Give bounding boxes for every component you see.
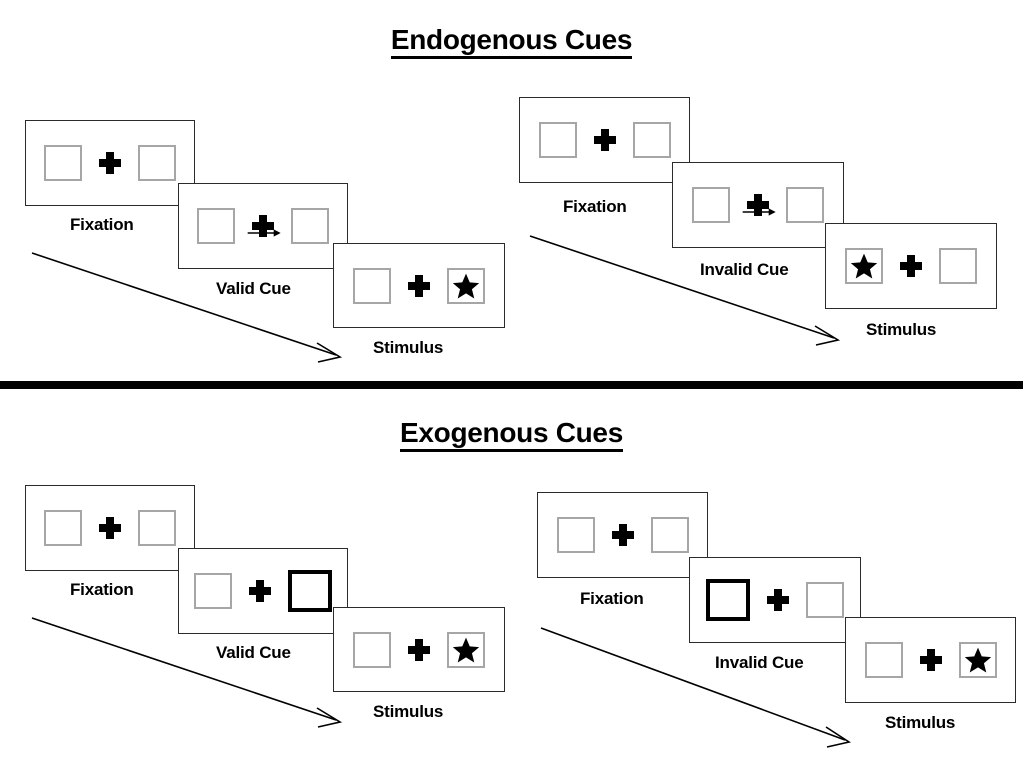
placeholder-box-left: [556, 517, 595, 553]
star-icon: [850, 253, 878, 279]
panel-endogenous-valid-stimulus[interactable]: [333, 243, 505, 328]
cued-box-right: [288, 570, 332, 612]
plus-icon: [900, 255, 922, 277]
panel-content: [334, 244, 504, 327]
placeholder-box-right: [650, 517, 689, 553]
panel-content: [826, 224, 996, 308]
panel-endogenous-valid-fixation[interactable]: [25, 120, 195, 206]
section-title-endogenous-text: Endogenous Cues: [390, 24, 632, 59]
plus-icon: [611, 524, 634, 546]
placeholder-box-left: [197, 208, 235, 244]
panel-endogenous-invalid-fixation[interactable]: [519, 97, 690, 183]
caption-endogenous-invalid-stimulus: Stimulus: [866, 320, 937, 339]
placeholder-box-left: [864, 642, 903, 678]
placeholder-box-left: [44, 510, 82, 546]
panel-content: [334, 608, 504, 691]
placeholder-box-left: [692, 187, 730, 223]
plus-icon: [408, 274, 430, 297]
plus-icon: [249, 580, 271, 602]
plus-icon: [767, 589, 789, 611]
placeholder-box-right: [138, 145, 176, 181]
placeholder-box-right-target: [447, 631, 485, 668]
panel-content: [179, 549, 347, 633]
plus-icon: [247, 215, 281, 237]
section-title-endogenous: Endogenous Cues: [0, 24, 1023, 59]
section-title-exogenous: Exogenous Cues: [0, 417, 1023, 452]
caption-endogenous-invalid-fixation: Fixation: [563, 197, 627, 216]
placeholder-box-right-target: [958, 642, 997, 678]
plus-icon: [742, 194, 776, 216]
right-arrow-icon: [247, 229, 281, 237]
placeholder-box-right: [939, 248, 977, 284]
plus-icon: [99, 517, 121, 539]
caption-endogenous-valid-fixation: Fixation: [70, 215, 134, 234]
plus-icon: [919, 649, 942, 671]
cued-box-left: [706, 579, 750, 621]
caption-exogenous-valid-cue: Valid Cue: [216, 643, 291, 662]
placeholder-box-right: [291, 208, 329, 244]
panel-content: [846, 618, 1015, 702]
panel-content: [690, 558, 860, 642]
panel-content: [179, 184, 347, 268]
caption-exogenous-valid-stimulus: Stimulus: [373, 702, 444, 721]
caption-endogenous-valid-stimulus: Stimulus: [373, 338, 444, 357]
panel-exogenous-valid-stimulus[interactable]: [333, 607, 505, 692]
caption-exogenous-invalid-cue: Invalid Cue: [715, 653, 804, 672]
panel-content: [26, 121, 194, 205]
panel-exogenous-valid-cue[interactable]: [178, 548, 348, 634]
placeholder-box-left-target: [845, 248, 883, 284]
caption-exogenous-invalid-fixation: Fixation: [580, 589, 644, 608]
plus-icon: [99, 152, 121, 174]
caption-exogenous-valid-fixation: Fixation: [70, 580, 134, 599]
section-title-exogenous-text: Exogenous Cues: [400, 417, 623, 452]
placeholder-box-right-target: [447, 267, 485, 304]
panel-endogenous-valid-cue[interactable]: [178, 183, 348, 269]
caption-endogenous-invalid-cue: Invalid Cue: [700, 260, 789, 279]
star-icon: [452, 273, 480, 298]
panel-exogenous-valid-fixation[interactable]: [25, 485, 195, 571]
caption-endogenous-valid-cue: Valid Cue: [216, 279, 291, 298]
panel-exogenous-invalid-stimulus[interactable]: [845, 617, 1016, 703]
placeholder-box-left: [44, 145, 82, 181]
placeholder-box-right: [632, 122, 671, 158]
placeholder-box-left: [194, 573, 232, 609]
panel-content: [520, 98, 689, 182]
star-icon: [964, 647, 991, 673]
plus-icon: [593, 129, 616, 151]
panel-content: [26, 486, 194, 570]
panel-endogenous-invalid-cue[interactable]: [672, 162, 844, 248]
section-divider: [0, 381, 1023, 389]
caption-exogenous-invalid-stimulus: Stimulus: [885, 713, 956, 732]
placeholder-box-right: [786, 187, 824, 223]
placeholder-box-left: [538, 122, 577, 158]
panel-content: [538, 493, 707, 577]
panel-exogenous-invalid-cue[interactable]: [689, 557, 861, 643]
panel-exogenous-invalid-fixation[interactable]: [537, 492, 708, 578]
placeholder-box-left: [353, 631, 391, 668]
panel-endogenous-invalid-stimulus[interactable]: [825, 223, 997, 309]
star-icon: [452, 637, 480, 662]
placeholder-box-right: [806, 582, 844, 618]
panel-content: [673, 163, 843, 247]
plus-icon: [408, 638, 430, 661]
placeholder-box-right: [138, 510, 176, 546]
placeholder-box-left: [353, 267, 391, 304]
right-arrow-icon: [742, 208, 776, 216]
